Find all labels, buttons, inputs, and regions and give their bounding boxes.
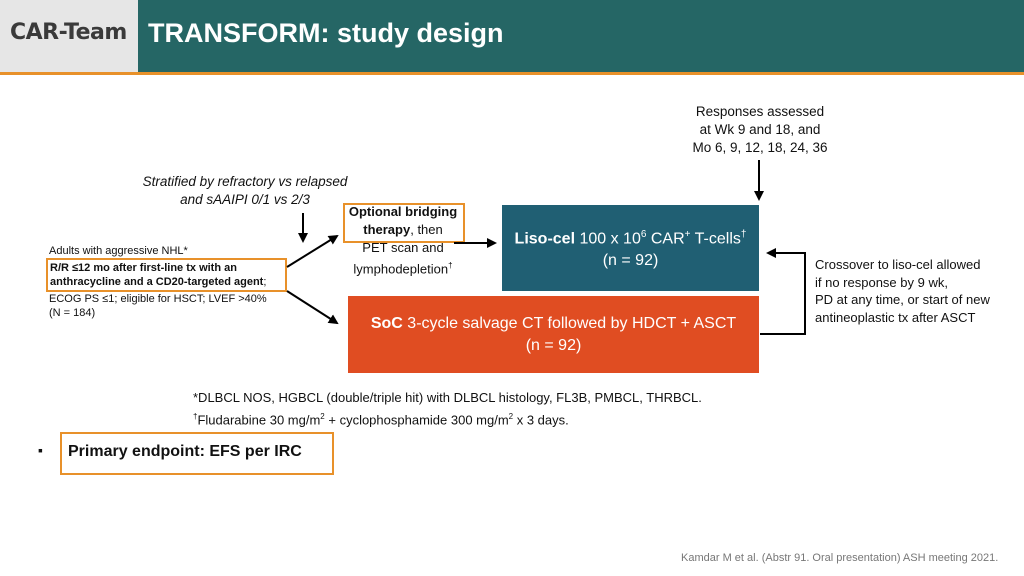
endpoint-bullet: ▪: [38, 442, 43, 458]
stratification-text: Stratified by refractory vs relapsed and…: [142, 174, 348, 207]
crossover-text: Crossover to liso-cel allowed if no resp…: [815, 257, 990, 325]
crossover-arrow: [760, 248, 806, 335]
car-team-logo: CAR-Team: [10, 20, 127, 45]
lisocel-arm-box: Liso-cel 100 x 106 CAR+ T-cells† (n = 92…: [502, 205, 759, 291]
to-bridging-arrow: [286, 234, 339, 268]
responses-assessed-text: Responses assessed at Wk 9 and 18, and M…: [692, 104, 828, 155]
primary-endpoint-box: [60, 432, 334, 475]
bridging-highlight: [343, 203, 465, 243]
eligibility-highlight: R/R ≤12 mo after first-line tx with an a…: [46, 258, 287, 292]
footnotes: *DLBCL NOS, HGBCL (double/triple hit) wi…: [193, 390, 702, 428]
logo-panel: CAR-Team: [0, 0, 138, 72]
bridging-therapy-text: Optional bridging therapy, then PET scan…: [343, 203, 465, 278]
primary-endpoint-text: Primary endpoint: EFS per IRC: [68, 443, 302, 460]
soc-arm-box: SoC 3-cycle salvage CT followed by HDCT …: [348, 296, 759, 373]
citation: Kamdar M et al. (Abstr 91. Oral presenta…: [681, 552, 999, 564]
to-soc-arrow: [286, 290, 339, 325]
eligibility-text: Adults with aggressive NHL* R/R ≤12 mo a…: [46, 244, 290, 320]
header-divider: [0, 72, 1024, 75]
header-bar: [0, 0, 1024, 72]
slide-title: TRANSFORM: study design: [148, 18, 504, 48]
